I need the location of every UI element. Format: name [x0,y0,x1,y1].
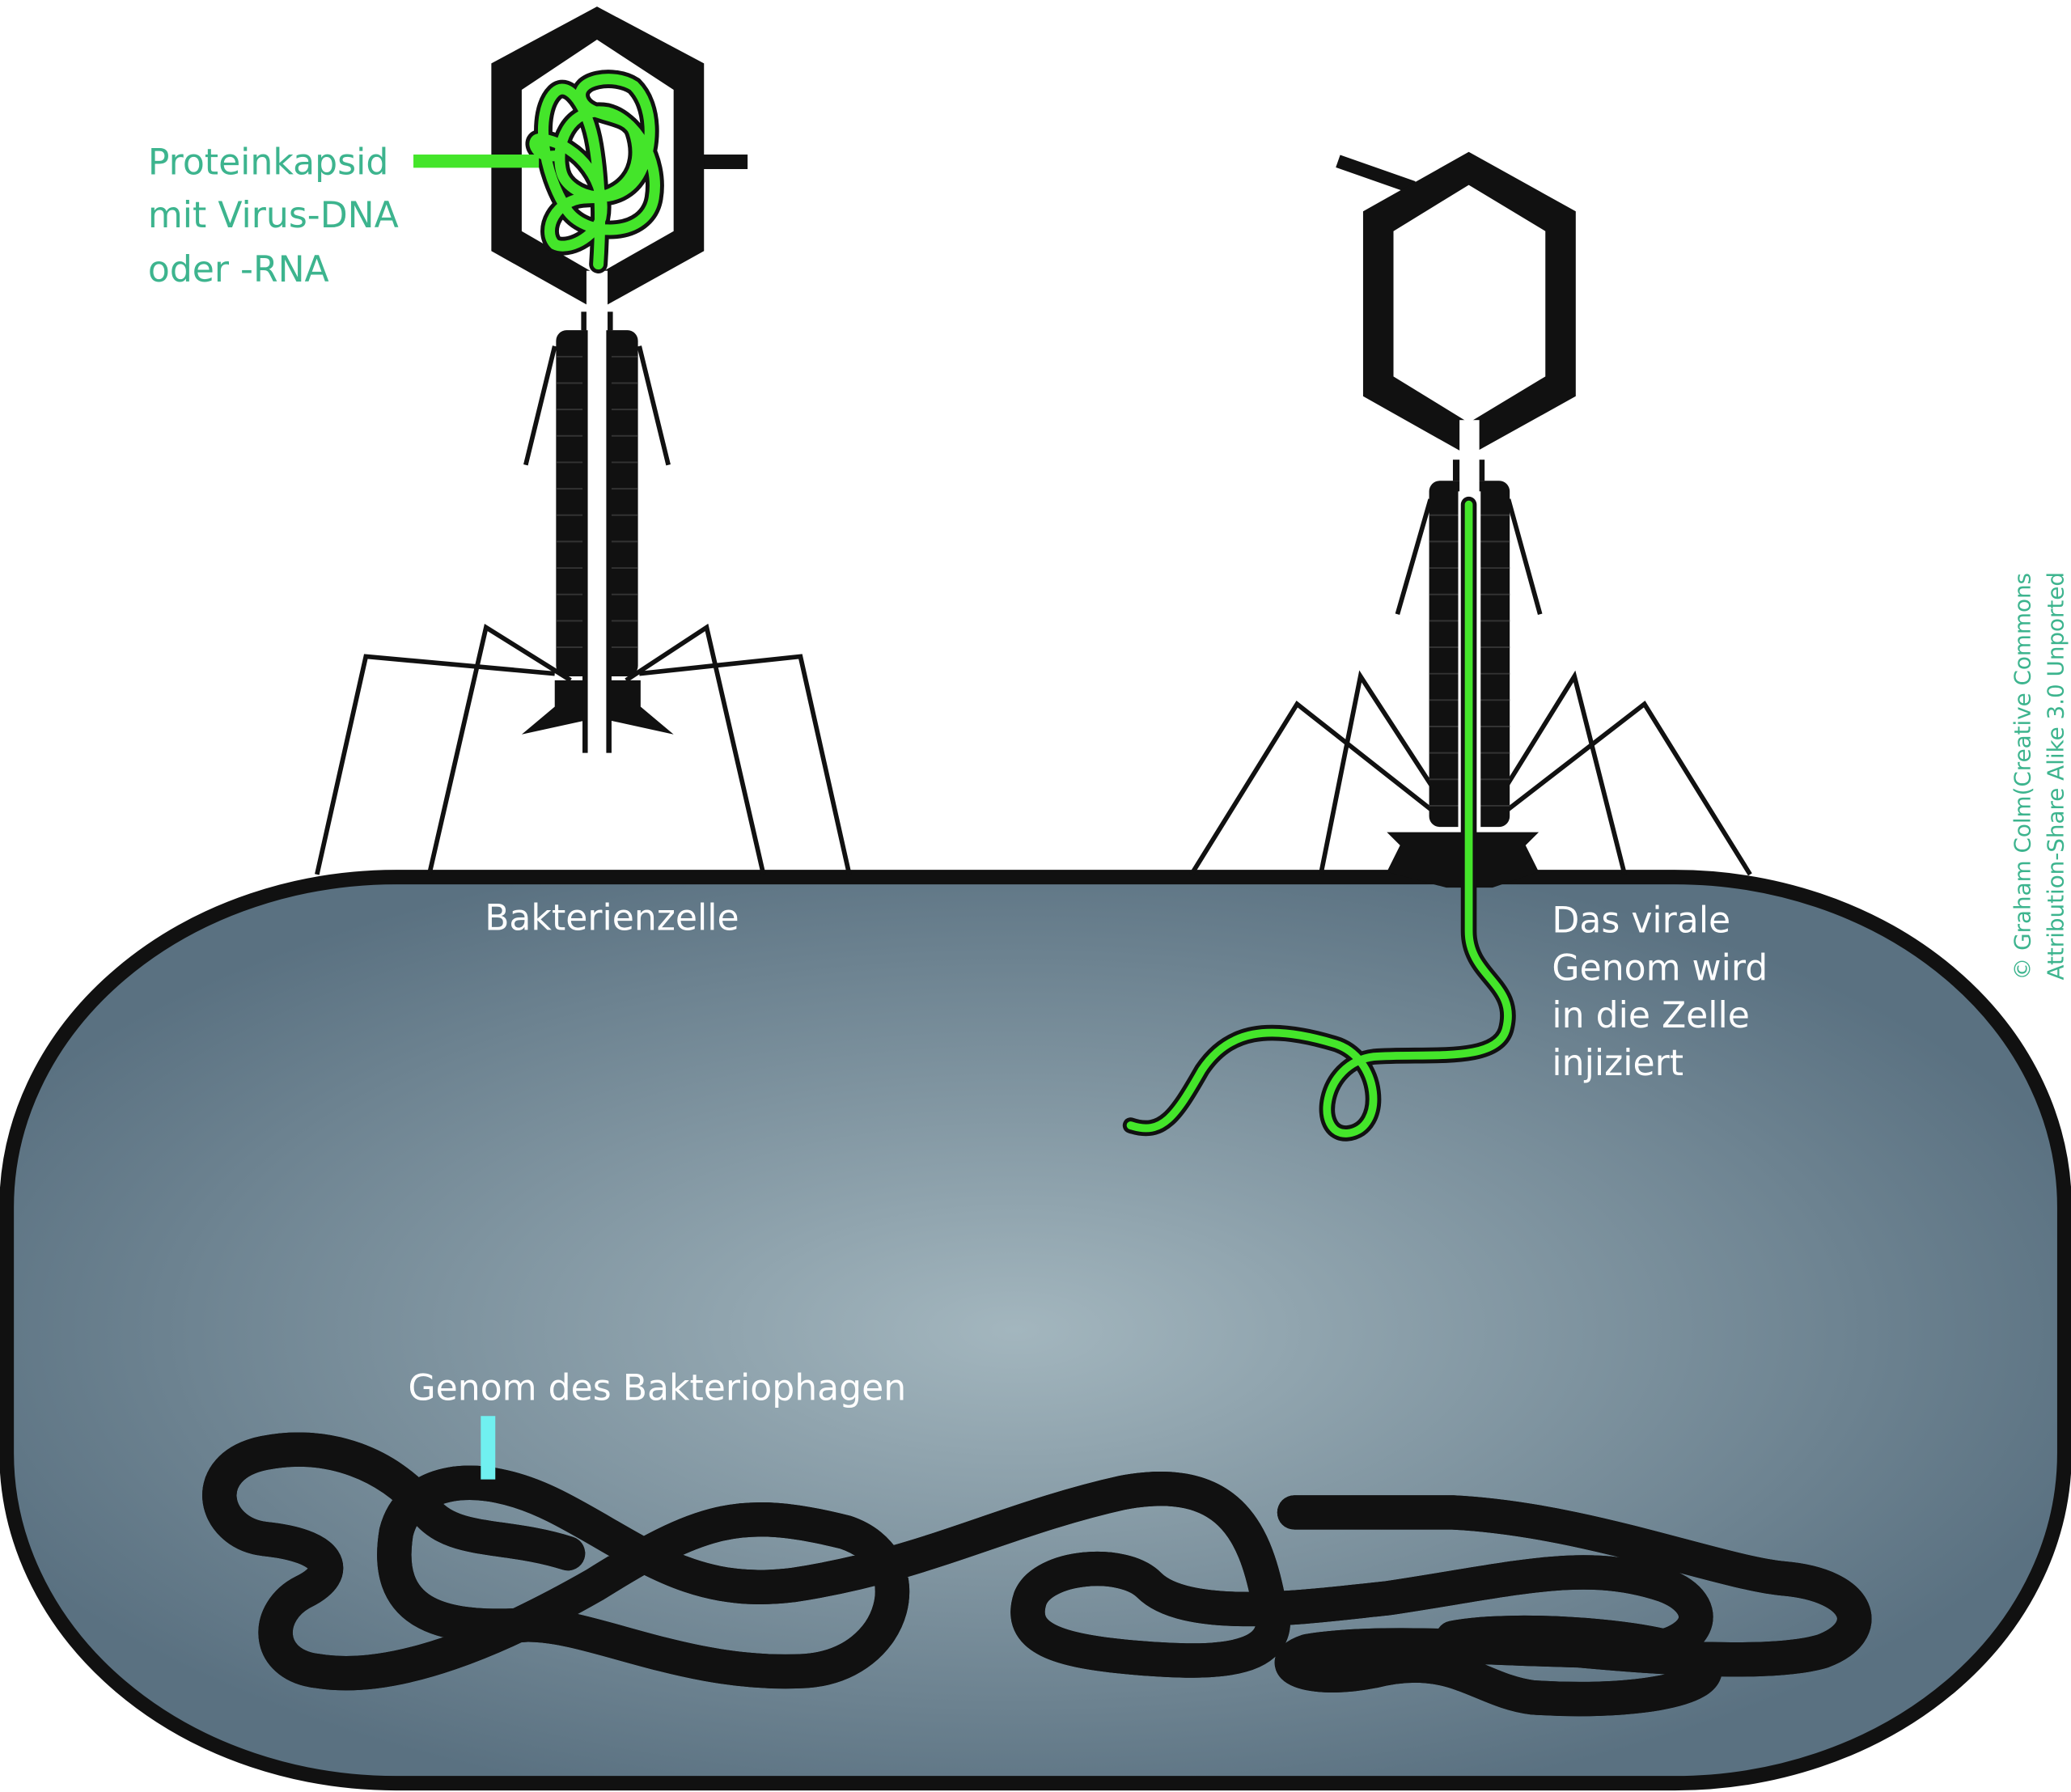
capsid-label-leader [413,155,540,168]
genome-label-leader [481,1416,496,1480]
phage-intact [315,6,852,875]
injected-label-line-4: injiziert [1552,1043,1683,1084]
injected-viral-dna [1122,496,1516,1142]
injected-label-line-3: in die Zelle [1552,995,1749,1036]
copyright-line-1: © Graham Colm(Creative Commons [2009,573,2035,980]
phage-genome [219,1416,1854,1699]
injected-label-line-2: Genom wird [1552,947,1768,989]
capsid-label-line-2: mit Virus-DNA [148,195,399,236]
cell-label: Bakterienzelle [485,897,739,938]
genome-label: Genom des Bakteriophagen [409,1368,907,1409]
capsid-label-line-1: Proteinkapsid [148,142,388,184]
phage-injecting [1122,151,1752,1142]
capsid-label-line-3: oder -RNA [148,249,329,290]
phage-legs [315,345,852,875]
phage-legs [1189,498,1752,876]
packed-viral-dna [525,70,664,273]
copyright-line-2: Attribution-Share Alike 3.0 Unported [2042,572,2069,980]
injected-label-line-1: Das virale [1552,900,1730,942]
